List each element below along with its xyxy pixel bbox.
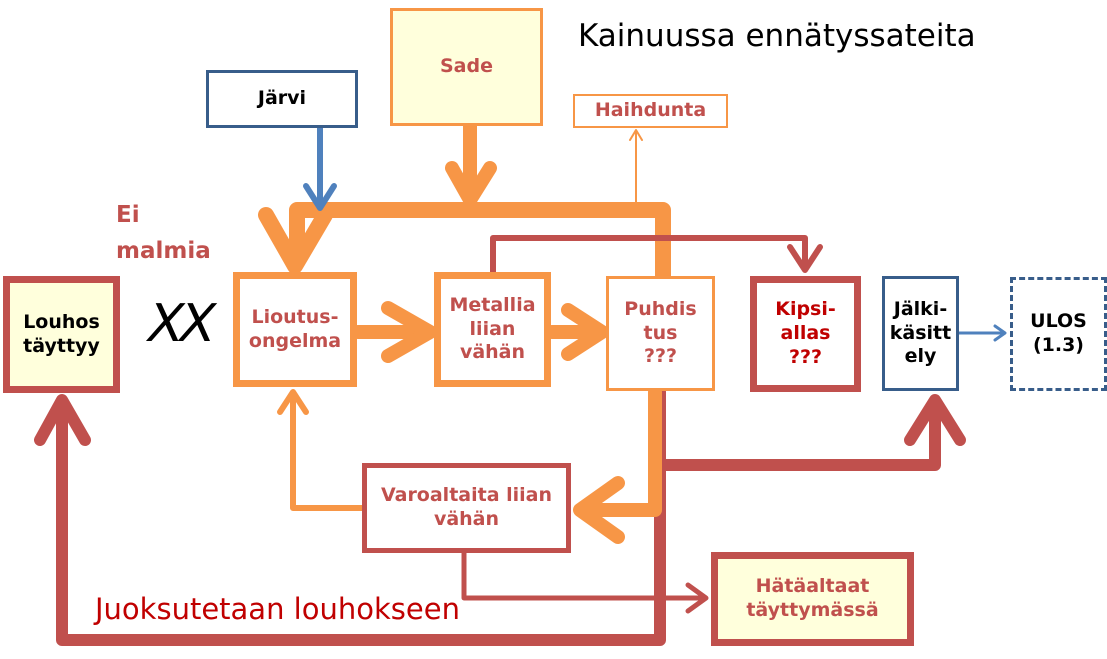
hataaltaat-box: Hätäaltaat täyttymässä [711,552,914,646]
arrow-puhdistus-to-louhos [56,386,666,646]
kipsiallas-box: Kipsi- allas ??? [750,276,861,392]
varoaltaita-box: Varoaltaita liian vähän [362,463,571,553]
diagram-title: Kainuussa ennätyssateita [578,18,976,54]
puhdistus-box: Puhdis tus ??? [606,276,715,391]
liuotus-box: Lioutus- ongelma [233,272,357,387]
sade-box: Sade [390,8,543,126]
arrow-to-varoaltaita [578,385,662,517]
arrow-collector-to-liuotus [289,202,671,284]
arrow-varoaltaita-to-liuotus [290,392,365,511]
crossed-out-mark: XX [141,294,218,354]
arrow-to-jalkikasittely [654,399,941,471]
arrow-to-kipsiallas [490,235,808,275]
jalkikasittely-box: Jälki- käsitt ely [882,276,959,391]
ei-malmia-label: Ei malmia [116,202,211,264]
arrow-to-hataaltaat [461,550,705,601]
juoksutetaan-label: Juoksutetaan louhokseen [95,592,460,626]
ulos-box: ULOS (1.3) [1010,277,1107,391]
jarvi-box: Järvi [206,70,358,128]
metallia-box: Metallia liian vähän [434,272,551,387]
haihdunta-box: Haihdunta [573,94,728,128]
louhos-box: Louhos täyttyy [3,276,120,393]
